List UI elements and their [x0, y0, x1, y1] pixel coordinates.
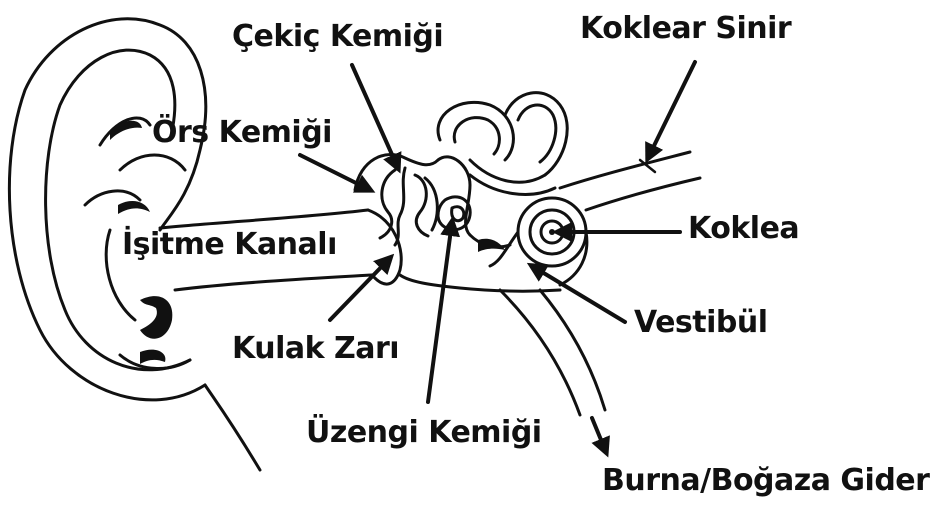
- eustachian-tube: [498, 288, 607, 417]
- arrow-cekic: [350, 63, 402, 174]
- label-cekic-kemigi: Çekiç Kemiği: [232, 19, 444, 54]
- arrow-vestibul: [526, 262, 627, 324]
- cochlear-nerve: [558, 150, 702, 212]
- arrow-kulak-zari: [328, 253, 395, 322]
- arrow-ors: [298, 153, 376, 193]
- label-ors-kemigi: Örs Kemiği: [152, 115, 332, 150]
- label-burna-bogaza-gider: Burna/Boğaza Gider: [602, 463, 930, 498]
- label-vestibul: Vestibül: [634, 305, 768, 340]
- pointer-arrows: [298, 60, 697, 458]
- arrow-uzengi: [426, 216, 461, 404]
- arrow-burna-bogaza: [590, 416, 610, 458]
- label-isitme-kanali: İşitme Kanalı: [122, 227, 337, 262]
- ear-canal: [158, 208, 374, 292]
- semicircular-canals: [436, 91, 569, 196]
- eardrum: [366, 208, 403, 286]
- vestibule: [468, 233, 512, 252]
- label-koklear-sinir: Koklear Sinir: [580, 11, 792, 46]
- outer-ear-pinna: [7, 17, 262, 472]
- arrow-koklear-sinir: [645, 60, 697, 164]
- label-uzengi-kemigi: Üzengi Kemiği: [306, 415, 542, 450]
- label-kulak-zari: Kulak Zarı: [232, 331, 400, 366]
- label-koklea: Koklea: [688, 211, 800, 246]
